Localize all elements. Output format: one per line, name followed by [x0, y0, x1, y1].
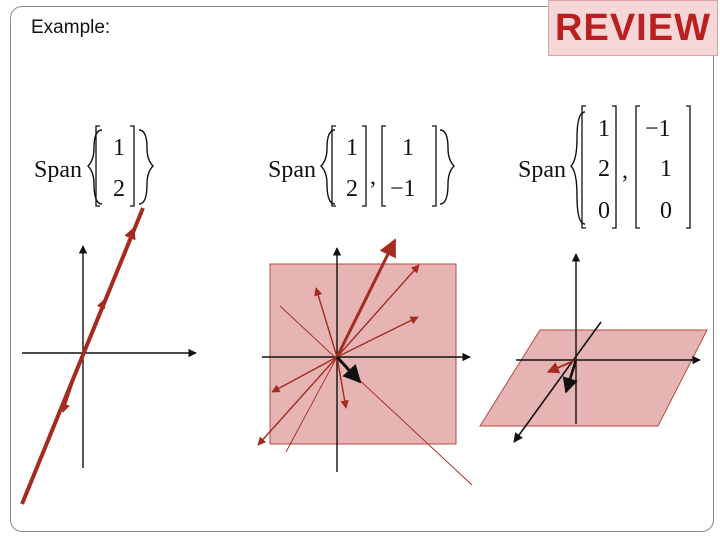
slide-title: Example: — [31, 17, 111, 38]
x-axis — [513, 321, 602, 443]
span-vectors — [257, 238, 420, 446]
review-badge: REVIEW — [548, 0, 718, 56]
left-brace — [320, 129, 336, 205]
matrix-entry: 0 — [660, 198, 672, 224]
span-word-3: Span — [518, 157, 566, 183]
matrix-entry: 0 — [598, 198, 610, 224]
left-brace — [570, 111, 586, 225]
matrix-entry: 2 — [346, 176, 358, 202]
span-expression-3: Span 1 2 0 , −1 1 0 — [518, 105, 691, 229]
left-bracket — [381, 125, 386, 207]
vector-separator: , — [370, 164, 376, 190]
matrix-entry: 2 — [113, 176, 125, 202]
vector-arrow — [546, 359, 577, 374]
axes-2d — [22, 245, 197, 468]
slide-frame — [10, 6, 714, 532]
right-bracket — [362, 125, 367, 207]
matrix-entry: 1 — [660, 156, 672, 182]
span-line-thin — [285, 356, 338, 453]
left-bracket — [95, 125, 100, 207]
matrix-entry: 1 — [402, 135, 414, 161]
right-bracket — [432, 125, 437, 207]
matrix-entry: −1 — [390, 176, 416, 202]
vector-arrow — [257, 356, 338, 446]
basis-vector — [335, 355, 362, 384]
vector-arrow — [336, 356, 349, 409]
vector-arrow — [335, 238, 397, 358]
vector-arrow — [336, 264, 420, 358]
vector-arrow — [82, 299, 106, 354]
left-bracket — [635, 105, 640, 229]
vector-separator: , — [622, 158, 628, 184]
left-bracket — [581, 105, 586, 229]
basis-vector — [562, 359, 578, 394]
span-word-1: Span — [34, 157, 82, 183]
right-bracket — [612, 105, 617, 229]
plane-r2 — [269, 263, 457, 445]
vector-arrow — [336, 316, 419, 358]
span-word-2: Span — [268, 157, 316, 183]
matrix-entry: 2 — [598, 156, 610, 182]
right-bracket — [130, 125, 135, 207]
vector-arrow — [271, 356, 338, 393]
vector-arrow — [61, 352, 84, 413]
axes-3d — [513, 253, 701, 443]
left-bracket — [331, 125, 336, 207]
matrix-entry: 1 — [346, 135, 358, 161]
span-line-thin — [279, 305, 473, 486]
matrix-entry: 1 — [598, 116, 610, 142]
right-brace — [439, 129, 455, 205]
plane-in-r3 — [479, 329, 708, 427]
matrix-entry: 1 — [113, 135, 125, 161]
span-expression-1: Span 1 2 — [34, 125, 154, 207]
right-brace — [138, 129, 154, 205]
span-expression-2: Span 1 2 , 1 −1 — [268, 125, 455, 207]
vector-arrow — [314, 287, 338, 358]
left-brace — [87, 129, 103, 205]
right-bracket — [686, 105, 691, 229]
matrix-entry: −1 — [645, 116, 671, 142]
